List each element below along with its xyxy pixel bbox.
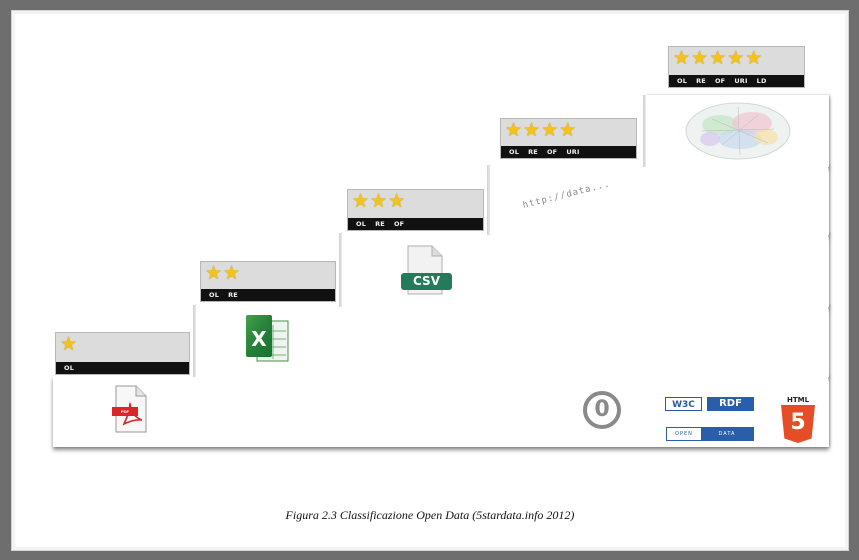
step-riser-2 — [193, 305, 196, 377]
star-icon: ★ — [60, 333, 78, 355]
code-strip-4: OL RE OF URI — [501, 146, 636, 158]
star-icon: ★ — [523, 119, 541, 141]
public-domain-zero-icon: 0 — [583, 391, 621, 429]
html5-label: HTML — [786, 396, 810, 404]
rating-badge-1: ★ OL — [55, 332, 190, 375]
star-icon: ★ — [541, 119, 559, 141]
step-riser-3 — [339, 233, 342, 307]
rating-code: RE — [528, 148, 538, 156]
code-strip-2: OL RE — [201, 289, 335, 301]
star-row-5: ★★★★★ — [673, 49, 762, 68]
rating-code: OL — [677, 77, 688, 85]
star-icon: ★ — [745, 47, 763, 69]
rating-code: OL — [64, 364, 75, 372]
rating-code: RE — [375, 220, 385, 228]
star-icon: ★ — [205, 262, 223, 284]
rating-code: OL — [356, 220, 367, 228]
rating-code: RE — [228, 291, 238, 299]
star-icon: ★ — [388, 190, 406, 212]
data-label: DATA — [701, 428, 753, 440]
open-label: OPEN — [667, 428, 701, 440]
rating-code: LD — [756, 77, 767, 85]
rating-code: URI — [734, 77, 748, 85]
pdf-label: PDF — [112, 407, 138, 416]
rating-code: OF — [393, 220, 405, 228]
excel-label: X — [251, 327, 267, 351]
star-row-1: ★ — [60, 335, 77, 354]
star-icon: ★ — [352, 190, 370, 212]
star-row-2: ★★ — [205, 264, 240, 283]
star-icon: ★ — [370, 190, 388, 212]
star-row-4: ★★★★ — [505, 121, 576, 140]
open-data-logo: OPEN DATA — [666, 427, 754, 441]
figure-caption: Figura 2.3 Classificazione Open Data (5s… — [285, 508, 575, 522]
html5-icon: 5 — [781, 405, 815, 443]
rating-code: OF — [546, 148, 558, 156]
rating-code: OL — [209, 291, 220, 299]
code-strip-5: OL RE OF URI LD — [669, 75, 804, 87]
rdf-logo: RDF — [707, 397, 754, 411]
rating-code: URI — [566, 148, 580, 156]
star-icon: ★ — [691, 47, 709, 69]
step-riser-5 — [643, 95, 646, 167]
rating-code: OL — [509, 148, 520, 156]
step-riser-4 — [487, 165, 490, 235]
star-icon: ★ — [727, 47, 745, 69]
star-icon: ★ — [223, 262, 241, 284]
zero-label: 0 — [594, 397, 610, 422]
code-strip-3: OL RE OF — [348, 218, 483, 230]
rating-code: RE — [696, 77, 706, 85]
star-icon: ★ — [559, 119, 577, 141]
code-strip-1: OL — [56, 362, 189, 374]
rating-badge-2: ★★ OL RE — [200, 261, 336, 302]
star-icon: ★ — [709, 47, 727, 69]
rating-code: OF — [714, 77, 726, 85]
w3c-logo: W3C — [665, 397, 702, 411]
star-icon: ★ — [505, 119, 523, 141]
star-row-3: ★★★ — [352, 192, 405, 211]
star-icon: ★ — [673, 47, 691, 69]
csv-label: CSV — [401, 273, 452, 290]
